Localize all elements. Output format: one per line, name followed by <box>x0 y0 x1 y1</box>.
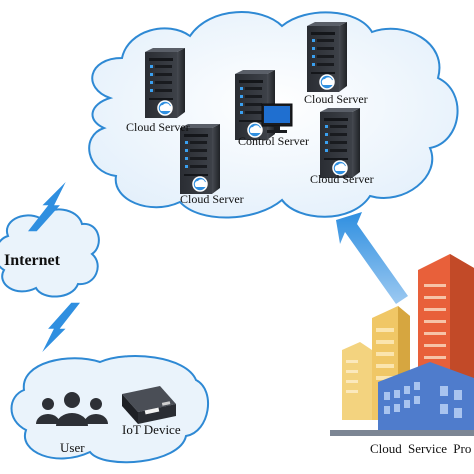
cloud-service-provider-label: Cloud Service Pro <box>370 441 472 456</box>
user-iot-cloud <box>10 355 210 464</box>
server-tower-icon <box>144 47 186 119</box>
city-buildings-icon <box>330 254 474 436</box>
monitor-icon <box>261 103 293 133</box>
arrow-up-icon <box>336 212 408 304</box>
server-tower-icon <box>319 107 361 179</box>
cloud-server-label-4: Cloud Server <box>310 172 374 186</box>
user-label: User <box>60 440 85 455</box>
cloud-server-node-2 <box>306 21 348 93</box>
cloud-server-label-1: Cloud Server <box>126 120 190 134</box>
cloud-server-node-4 <box>319 107 361 179</box>
user-group-icon <box>36 392 108 426</box>
cloud-server-node-1 <box>144 47 186 119</box>
lightning-bolt-icon <box>42 302 80 352</box>
control-server-node <box>234 69 293 141</box>
iot-device-icon <box>122 386 176 424</box>
cloud-server-label-3: Cloud Server <box>180 192 244 206</box>
internet-label: Internet <box>4 252 60 269</box>
control-server-label: Control Server <box>238 134 309 148</box>
link-user-to-internet <box>42 302 80 352</box>
iot-device-label: IoT Device <box>122 422 181 437</box>
link-provider-to-cloud <box>336 212 408 304</box>
cloud-server-label-2: Cloud Server <box>304 92 368 106</box>
server-tower-icon <box>306 21 348 93</box>
